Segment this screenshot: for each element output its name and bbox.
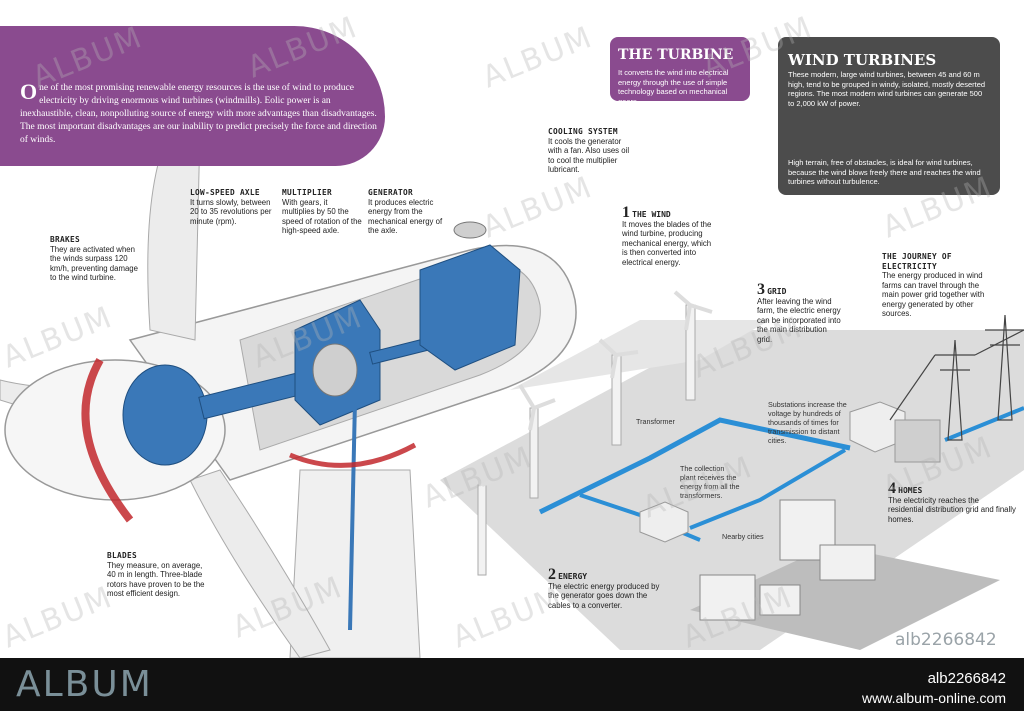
power-line-main — [538, 417, 851, 515]
power-line-grid — [944, 406, 1024, 442]
multiplier-text: With gears, it multiplies by 50 the spee… — [282, 197, 362, 236]
brakes-title: BRAKES — [50, 235, 80, 244]
farm-turbine-2 — [598, 338, 639, 446]
lower-blade — [189, 469, 331, 658]
step-4-number: 4 — [888, 480, 896, 497]
illustration — [0, 106, 1024, 658]
low-speed-axle-hub — [122, 364, 208, 466]
power-line-b — [689, 448, 847, 530]
gear — [312, 343, 358, 397]
rotation-arrow-yaw — [289, 442, 417, 468]
album-logo[interactable]: ALBUM — [16, 664, 153, 705]
step-1-number: 1 — [622, 204, 630, 221]
cooling-system-title: COOLING SYSTEM — [548, 127, 618, 136]
step-4: 4 HOMES The electricity reaches the resi… — [888, 481, 1016, 524]
footer-bar: ALBUM alb2266842 www.album-online.com — [0, 658, 1024, 711]
step-4-title: HOMES — [898, 486, 923, 495]
collection-plant-label: The collection plant receives the energy… — [680, 464, 740, 500]
step-2-title: ENERGY — [558, 572, 588, 581]
journey-label: THE JOURNEY OF ELECTRICITY The energy pr… — [882, 252, 987, 319]
transformer-label: Transformer — [636, 417, 675, 426]
image-code: alb2266842 — [895, 630, 997, 650]
low-speed-axle-title: LOW-SPEED AXLE — [190, 188, 260, 197]
step-4-text: The electricity reaches the residential … — [888, 495, 1016, 524]
footer-url[interactable]: www.album-online.com — [862, 690, 1006, 706]
wind-turbines-text-b: High terrain, free of obstacles, is idea… — [788, 158, 981, 186]
farm-turbine-3 — [673, 290, 713, 401]
blades-text: They measure, on average, 40 m in length… — [107, 560, 205, 599]
step-3-title: GRID — [767, 287, 787, 296]
ground-plane-back — [510, 320, 770, 390]
the-turbine-box: THE TURBINE It converts the wind into el… — [610, 37, 750, 106]
nearby-cities-label: Nearby cities — [722, 532, 764, 541]
pylons — [889, 314, 1024, 441]
step-1-text: It moves the blades of the wind turbine,… — [622, 219, 712, 267]
step-3-text: After leaving the wind farm, the electri… — [757, 296, 841, 344]
cooling-fan — [453, 221, 487, 239]
wind-turbines-title: WIND TURBINES — [788, 51, 937, 69]
step-3-number: 3 — [757, 281, 765, 298]
cooling-system-text: It cools the generator with a fan. Also … — [548, 136, 630, 175]
cooling-system-label: COOLING SYSTEM It cools the generator wi… — [548, 127, 633, 175]
brakes-label: BRAKES They are activated when the winds… — [50, 235, 145, 283]
journey-title: THE JOURNEY OF ELECTRICITY — [882, 252, 952, 271]
step-1-title: THE WIND — [632, 210, 671, 219]
journey-text: The energy produced in wind farms can tr… — [882, 271, 985, 318]
farm-turbine-4 — [463, 468, 501, 576]
generator-title: GENERATOR — [368, 188, 413, 197]
multiplier-label: MULTIPLIER With gears, it multiplies by … — [282, 188, 362, 236]
low-speed-axle-text: It turns slowly, between 20 to 35 revolu… — [190, 197, 272, 226]
multiplier-title: MULTIPLIER — [282, 188, 332, 197]
step-3: 3 GRID After leaving the wind farm, the … — [757, 282, 842, 344]
blades-title: BLADES — [107, 551, 137, 560]
rotation-arrow-hub — [81, 358, 134, 523]
brakes-text: They are activated when the winds surpas… — [50, 244, 138, 283]
down-cable — [348, 399, 357, 631]
step-1: 1 THE WIND It moves the blades of the wi… — [622, 205, 717, 267]
intro-body: ne of the most promising renewable energ… — [20, 83, 377, 145]
the-turbine-title: THE TURBINE — [618, 47, 734, 63]
generator — [419, 244, 521, 371]
generator-text: It produces electric energy from the mec… — [368, 197, 443, 236]
low-speed-axle-label: LOW-SPEED AXLE It turns slowly, between … — [190, 188, 275, 226]
farm-turbine-1 — [518, 383, 556, 499]
wind-turbines-box: WIND TURBINES These modern, large wind t… — [778, 37, 1000, 195]
the-turbine-text: It converts the wind into electrical ene… — [618, 68, 729, 106]
footer-image-code: alb2266842 — [927, 670, 1006, 687]
step-2-text: The electric energy produced by the gene… — [548, 581, 660, 610]
generator-label: GENERATOR It produces electric energy fr… — [368, 188, 443, 236]
intro-dropcap: O — [20, 79, 38, 104]
substations-label: Substations increase the voltage by hund… — [768, 400, 847, 445]
city-blocks — [690, 499, 1000, 650]
collection-plant — [639, 501, 689, 543]
step-2-number: 2 — [548, 566, 556, 583]
blades-label: BLADES They measure, on average, 40 m in… — [107, 551, 207, 599]
wind-turbines-text-a: These modern, large wind turbines, betwe… — [788, 70, 986, 108]
step-2: 2 ENERGY The electric energy produced by… — [548, 567, 660, 610]
substation — [849, 401, 941, 463]
